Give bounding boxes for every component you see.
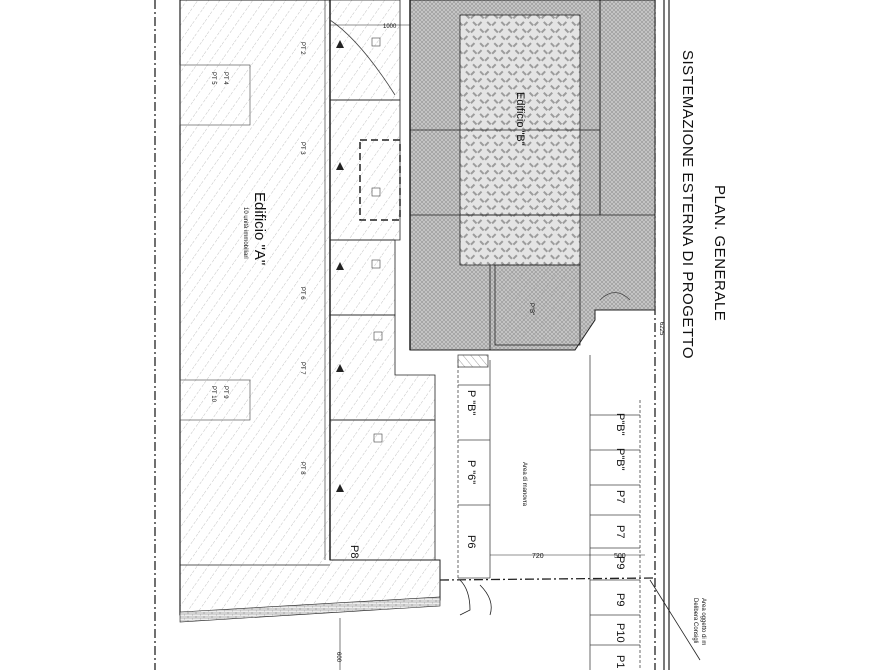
title-line2: SISTEMAZIONE ESTERNA DI PROGETTO — [679, 50, 696, 359]
parking-pb3: P"B" — [614, 448, 626, 471]
note-line2: Delibera Consigli — [692, 598, 698, 643]
parking-p6: P6 — [465, 535, 477, 548]
parking-p8: P8 — [348, 545, 360, 558]
dim-1000: 1000 — [330, 24, 410, 30]
parking-p7a: P7 — [614, 490, 626, 503]
dims-lower — [339, 554, 645, 670]
building-a-label: Edificio "A" — [251, 192, 268, 265]
building-b — [409, 0, 656, 351]
parking-p9a: P9 — [614, 556, 626, 569]
dim-600: 600 — [335, 652, 341, 663]
dim-1000-label: 1000 — [383, 24, 397, 30]
unit-tag: PT 7 — [299, 362, 305, 375]
parking-right — [589, 355, 641, 670]
unit-tag: PT 4 — [222, 72, 228, 85]
building-a — [179, 0, 441, 623]
title-line1: PLAN. GENERALE — [711, 185, 728, 321]
building-a-sub: 10 unità immobiliari — [242, 207, 248, 259]
parking-p9b: P9 — [614, 593, 626, 606]
area-manovra-label: Area di manovra — [521, 462, 527, 507]
parking-pb1: P "B" — [465, 390, 477, 415]
parking-p7b: P7 — [614, 525, 626, 538]
dim-500: 500 — [614, 553, 626, 560]
parking-p6a: P "6" — [465, 460, 477, 484]
road-edge — [663, 0, 670, 670]
drawing-title: PLAN. GENERALE SISTEMAZIONE ESTERNA DI P… — [679, 50, 728, 359]
unit-tag: PT 2 — [299, 42, 305, 55]
curb-line — [459, 579, 471, 616]
note-line1: Area oggetto di m — [700, 598, 706, 645]
unit-tags: PT 2 PT 3 PT 4 PT 5 PT 6 PT 7 PT 8 PT 9 … — [210, 42, 305, 475]
unit-tag: PT 5 — [210, 72, 216, 85]
parking-p1x: P1 — [614, 655, 626, 668]
parking-left — [457, 354, 491, 579]
parking-p10: P10 — [614, 623, 626, 643]
curb-line-2 — [479, 584, 492, 616]
unit-tag: PT 9 — [222, 386, 228, 399]
unit-markers — [371, 37, 383, 443]
parking-pb-small: P"B" — [528, 303, 534, 315]
unit-tag: PT 10 — [210, 386, 216, 403]
dim-720: 720 — [532, 553, 544, 560]
note-leader — [649, 579, 701, 661]
unit-tag: PT 8 — [299, 462, 305, 475]
building-b-label: Edificio "B" — [514, 92, 526, 146]
parking-pb2: P"B" — [614, 413, 626, 436]
dim-6225: 6225 — [658, 322, 664, 336]
unit-tag: PT 6 — [299, 287, 305, 300]
parking-labels: P"B" P "B" P "6" P6 P"B" P"B" P7 P7 P9 P… — [348, 303, 626, 668]
unit-tag: PT 3 — [299, 142, 305, 155]
